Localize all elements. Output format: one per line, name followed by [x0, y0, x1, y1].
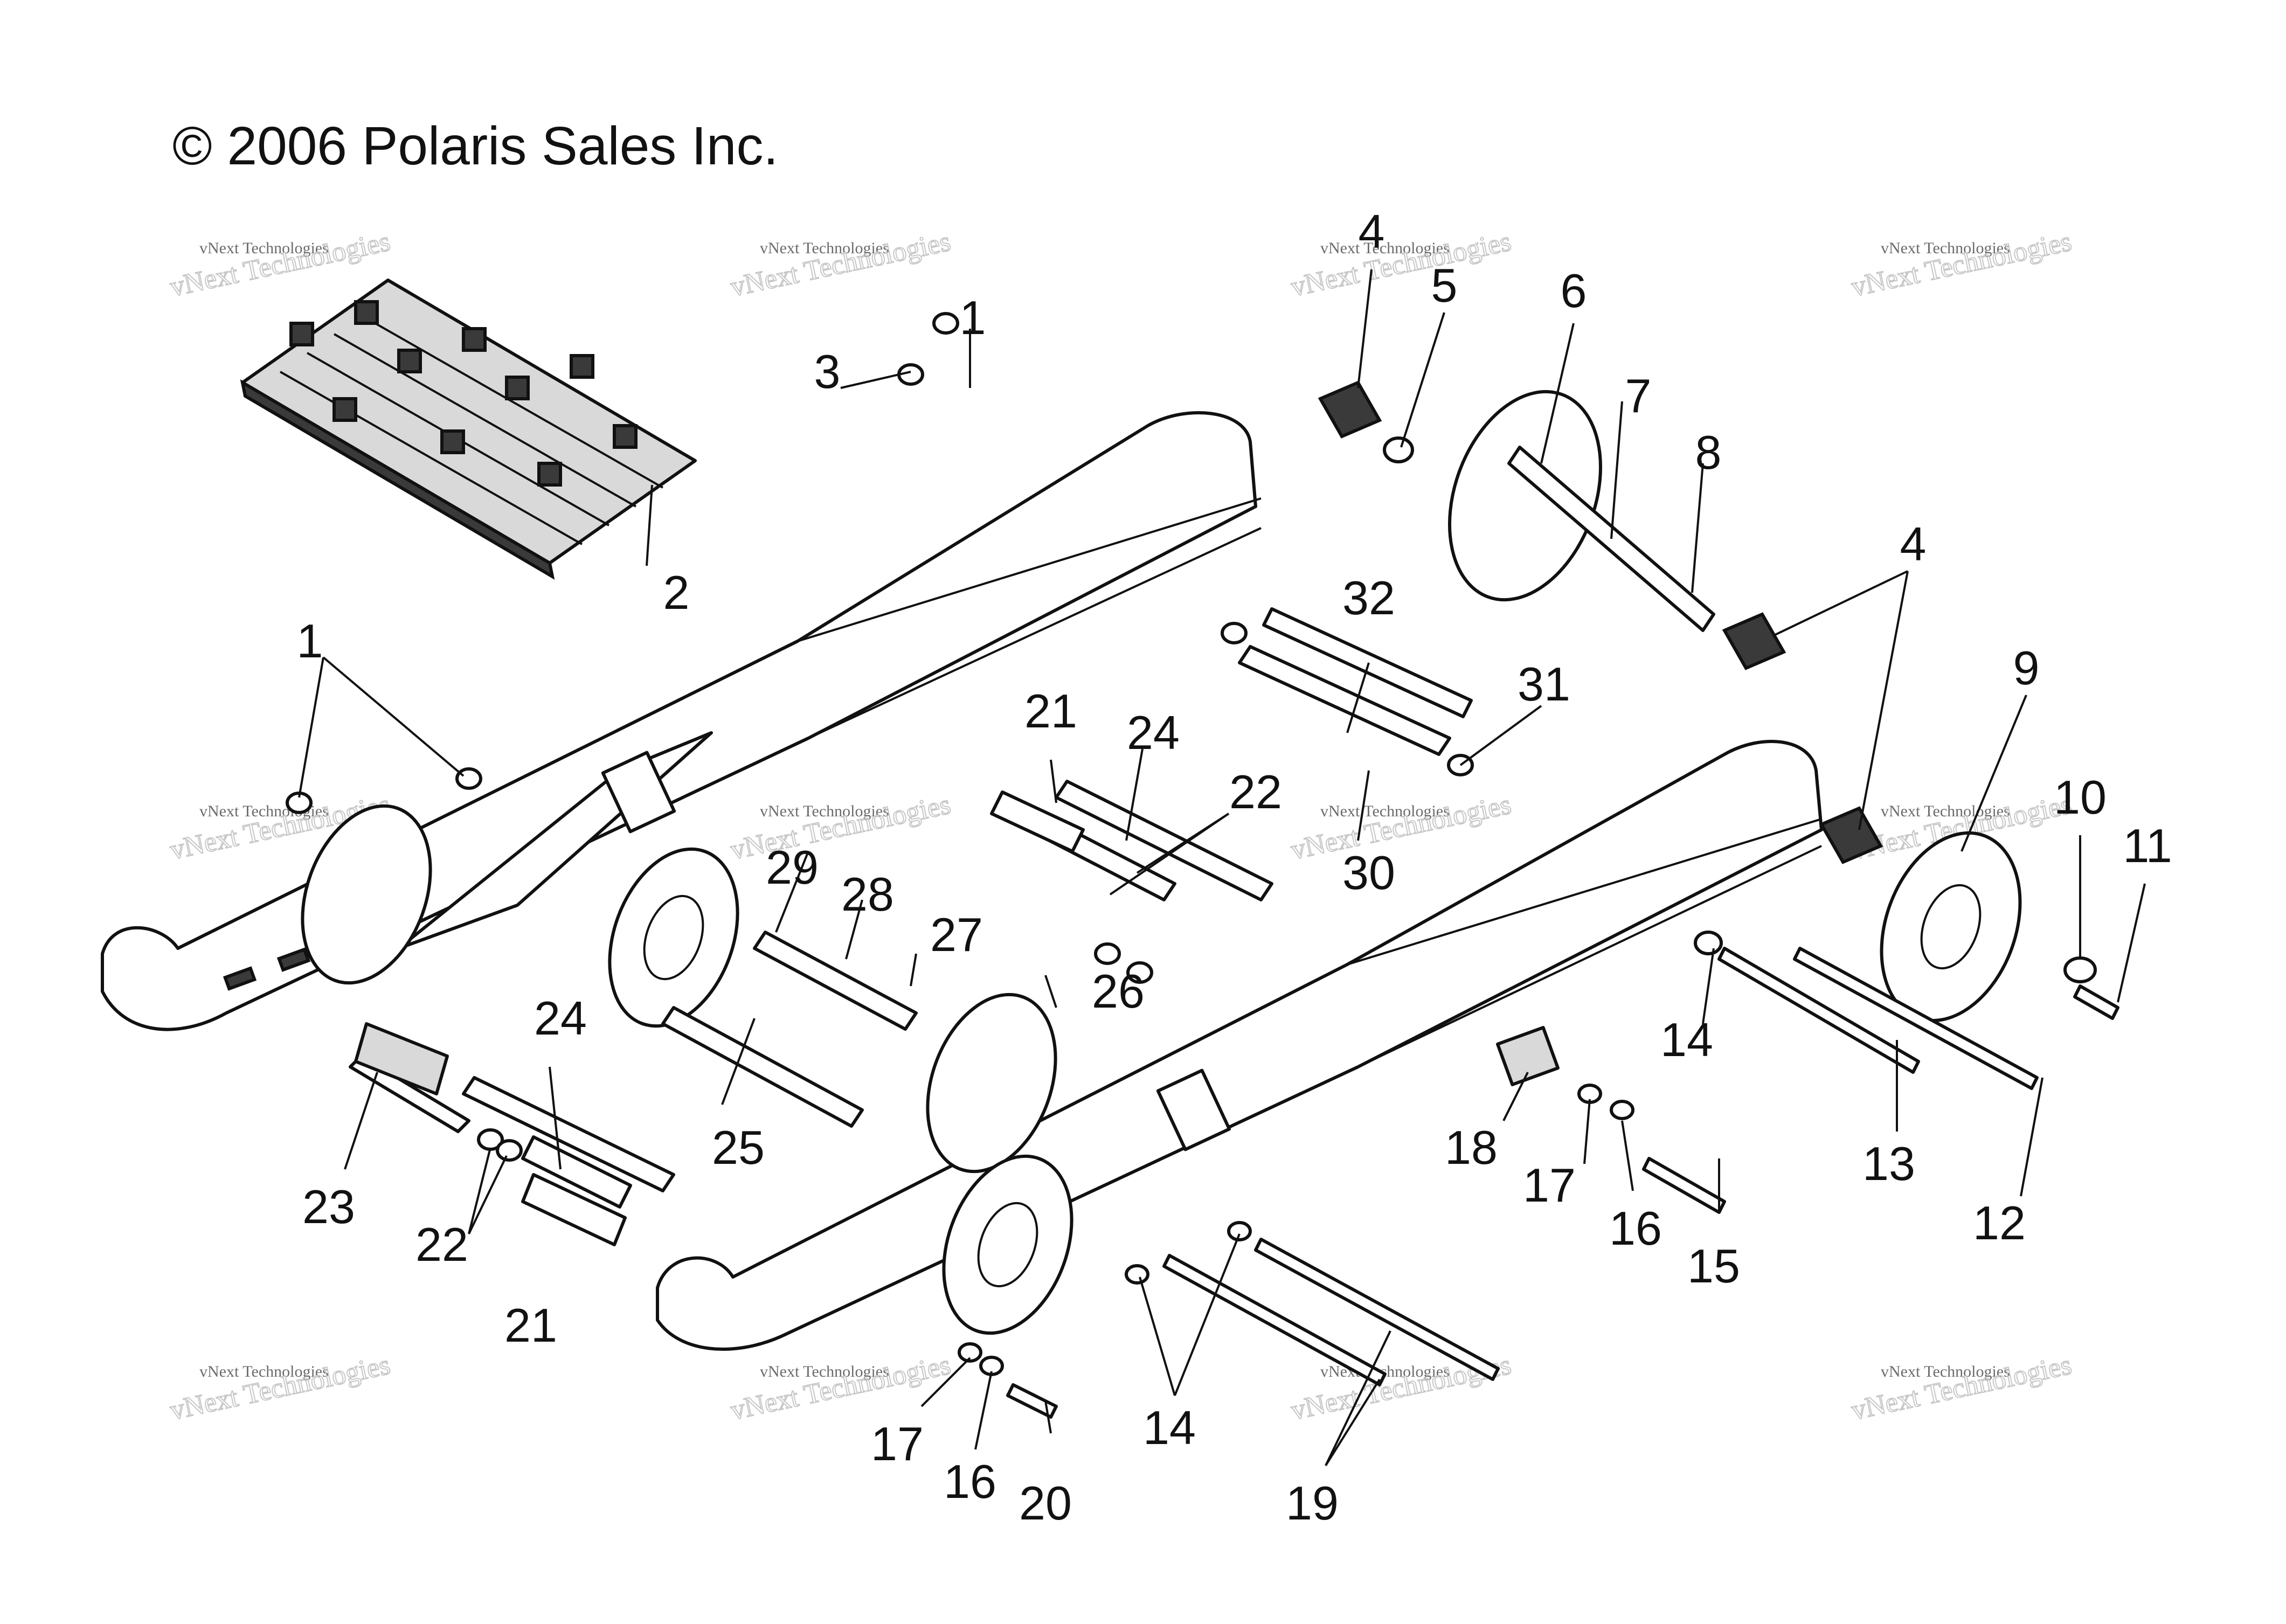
callout-label: 6: [1561, 264, 1587, 317]
svg-text:vNext Technologies: vNext Technologies: [760, 239, 889, 257]
callout-label: 2: [663, 566, 690, 619]
svg-text:vNext Technologies: vNext Technologies: [760, 802, 889, 820]
svg-text:vNext Technologies: vNext Technologies: [1289, 226, 1514, 303]
callout-label: 18: [1445, 1121, 1498, 1174]
callout-label: 14: [1143, 1401, 1196, 1454]
callout-label: 20: [1019, 1476, 1072, 1530]
callout-label: 15: [1687, 1239, 1740, 1293]
svg-text:vNext Technologies: vNext Technologies: [199, 239, 329, 257]
svg-text:vNext Technologies: vNext Technologies: [1849, 1350, 2074, 1426]
svg-text:vNext Technologies: vNext Technologies: [168, 226, 393, 303]
callouts: 1 2 3 4 5 6 7 8 1 4 9 10 11 12 13 14 15 …: [297, 205, 2172, 1530]
callout-label: 17: [871, 1417, 924, 1470]
callout-label: 31: [1518, 657, 1570, 711]
watermark: vNext Technologies vNext Technologies: [728, 226, 954, 303]
slide-mat-part: [240, 279, 697, 580]
callout-label: 1: [960, 291, 986, 344]
callout-label: 13: [1862, 1137, 1915, 1190]
callout-label: 24: [1127, 706, 1180, 759]
callout-label: 28: [841, 867, 894, 921]
copyright-text: © 2006 Polaris Sales Inc.: [172, 116, 778, 176]
callout-label: 19: [1286, 1476, 1339, 1530]
hardware-part: [286, 312, 2097, 1376]
watermark: vNext Technologies vNext Technologies: [167, 226, 393, 303]
callout-label: 24: [534, 991, 587, 1045]
svg-text:vNext Technologies: vNext Technologies: [199, 1363, 329, 1380]
svg-text:vNext Technologies: vNext Technologies: [1849, 226, 2074, 303]
svg-text:vNext Technologies: vNext Technologies: [1289, 789, 1514, 866]
svg-text:vNext Technologies: vNext Technologies: [1881, 239, 2010, 257]
callout-label: 26: [1092, 964, 1145, 1018]
callout-label: 23: [302, 1180, 355, 1233]
callout-label: 16: [944, 1455, 996, 1508]
callout-label: 27: [930, 908, 983, 961]
callout-label: 25: [712, 1121, 765, 1174]
callout-label: 21: [1024, 684, 1077, 738]
right-rail-part: [656, 740, 1823, 1351]
svg-text:vNext Technologies: vNext Technologies: [1320, 802, 1450, 820]
callout-label: 29: [766, 841, 819, 894]
callout-label: 16: [1609, 1202, 1662, 1255]
callout-label: 4: [1359, 205, 1385, 258]
svg-text:vNext Technologies: vNext Technologies: [1881, 1363, 2010, 1380]
callout-label: 5: [1431, 259, 1458, 312]
wheel-part: [301, 390, 2022, 1335]
callout-label: 1: [297, 614, 323, 668]
callout-label: 7: [1625, 369, 1652, 422]
shaft-part: [349, 446, 2119, 1419]
callout-label: 21: [504, 1299, 557, 1352]
callout-label: 10: [2054, 771, 2107, 824]
svg-text:vNext Technologies: vNext Technologies: [728, 226, 953, 303]
callout-label: 14: [1660, 1013, 1713, 1066]
svg-text:vNext Technologies: vNext Technologies: [728, 789, 953, 866]
callout-label: 3: [814, 345, 841, 398]
callout-label: 8: [1695, 426, 1722, 479]
callout-label: 22: [1229, 765, 1282, 818]
watermark: vNext Technologies vNext Technologies: [1848, 226, 2075, 303]
callout-label: 12: [1973, 1196, 2026, 1250]
watermark: vNext Technologies vNext Technologies: [1848, 1349, 2075, 1427]
callout-label: 22: [415, 1218, 468, 1271]
watermark: vNext Technologies vNext Technologies: [728, 789, 954, 866]
svg-text:vNext Technologies: vNext Technologies: [1320, 239, 1450, 257]
watermark: vNext Technologies vNext Technologies: [1288, 226, 1514, 303]
svg-text:vNext Technologies: vNext Technologies: [728, 1350, 953, 1426]
callout-label: 9: [2013, 641, 2040, 695]
callout-label: 32: [1342, 571, 1395, 624]
leader-lines: [298, 269, 2146, 1467]
callout-label: 11: [2123, 819, 2172, 872]
svg-text:vNext Technologies: vNext Technologies: [1881, 802, 2010, 820]
callout-label: 30: [1342, 846, 1395, 899]
watermark: vNext Technologies vNext Technologies: [1288, 789, 1514, 866]
svg-text:vNext Technologies: vNext Technologies: [168, 1350, 393, 1426]
watermark: vNext Technologies vNext Technologies: [167, 1349, 393, 1427]
callout-label: 4: [1900, 517, 1927, 571]
svg-text:vNext Technologies: vNext Technologies: [760, 1363, 889, 1380]
callout-label: 17: [1523, 1158, 1576, 1212]
watermark: vNext Technologies vNext Technologies: [728, 1349, 954, 1427]
